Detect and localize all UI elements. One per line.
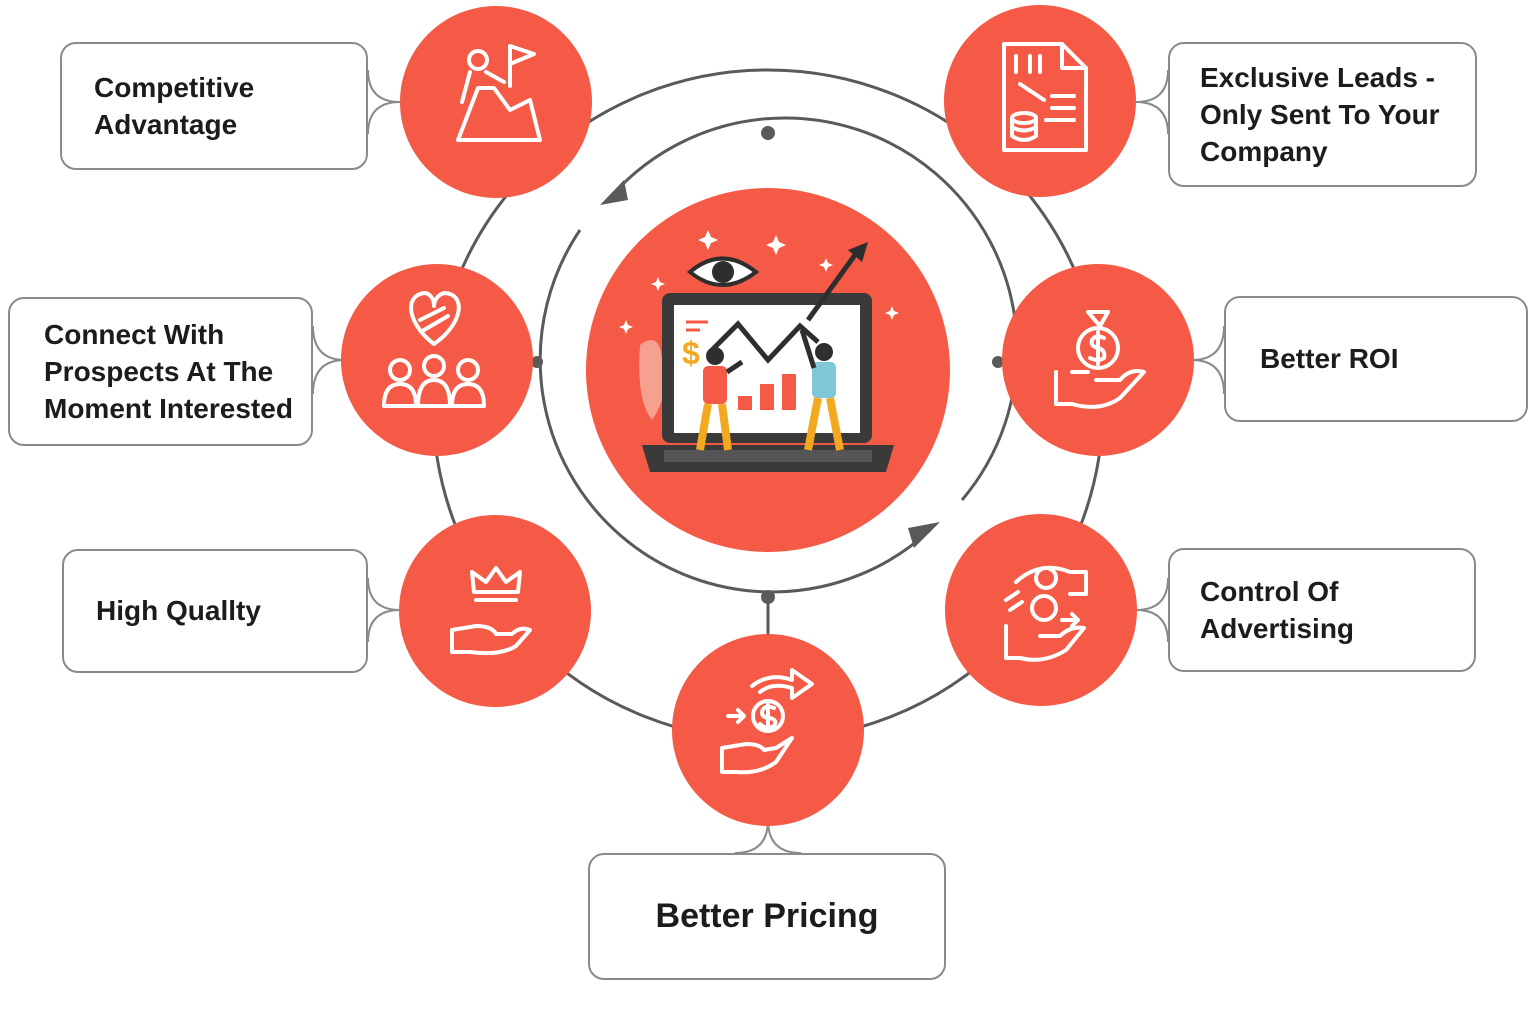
label-box-better-roi: Better ROI: [1224, 296, 1528, 422]
person-left-icon: [696, 347, 744, 451]
node-pricing: [672, 634, 864, 826]
person-right-icon: [799, 329, 844, 451]
connector-roi: [1191, 325, 1225, 395]
node-connect: [341, 264, 533, 456]
label-box-exclusive-leads: Exclusive Leads - Only Sent To Your Comp…: [1168, 42, 1477, 187]
node-quality: [399, 515, 591, 707]
node-exclusive: [944, 5, 1136, 197]
label-line: Advantage: [94, 109, 238, 140]
hand-coin-arrow-icon: [720, 668, 814, 775]
label-box-better-pricing: Better Pricing: [588, 853, 946, 980]
cycle-dot-left: [531, 356, 543, 368]
label-box-connect-with-prospects: Connect With Prospects At The Moment Int…: [8, 297, 313, 446]
label-box-control-of-advertising: Control Of Advertising: [1168, 548, 1476, 672]
label-line: Control Of: [1200, 575, 1339, 607]
cycle-arc-bottom: [538, 229, 932, 594]
crown-hand-icon: [450, 566, 532, 656]
connector-quality: [367, 577, 401, 643]
label-line: Only Sent To Your: [1200, 98, 1440, 130]
connector-connect: [312, 325, 346, 395]
label-box-competitive-advantage: Competitive Advantage: [60, 42, 368, 170]
label-box-high-quality: High Quallty: [62, 549, 368, 673]
hands-dollar-exchange-icon: [1004, 565, 1088, 662]
label-line: Connect With: [44, 318, 225, 350]
eye-icon: [686, 256, 760, 287]
cycle-dot-right: [992, 356, 1004, 368]
label-line: Prospects At The: [44, 355, 274, 387]
node-competitive: [400, 6, 592, 198]
connector-exclusive: [1135, 69, 1169, 135]
label-line: Company: [1200, 136, 1328, 168]
label-line: Competitive: [94, 71, 255, 103]
center-illustration: $: [586, 188, 950, 552]
label-line: Advertising: [1200, 613, 1355, 644]
label-line: Better Pricing: [655, 896, 879, 935]
connector-competitive: [367, 69, 401, 135]
node-control: [945, 514, 1137, 706]
label-line: Better ROI: [1260, 343, 1399, 375]
node-roi: [1002, 264, 1194, 456]
label-line: Moment Interested: [44, 393, 293, 425]
connector-control: [1135, 577, 1169, 643]
label-line: High Quallty: [96, 595, 261, 627]
center-dollar-symbol: $: [682, 335, 700, 371]
cycle-arc-top-head: [600, 180, 628, 205]
cycle-arc-bottom-head: [908, 522, 940, 548]
cycle-dot-top: [761, 126, 775, 140]
binary-document-coins-icon: [1002, 42, 1088, 152]
heart-handshake-people-icon: [382, 291, 486, 408]
label-line: Exclusive Leads -: [1200, 61, 1436, 93]
mountain-flag-climber-icon: [456, 44, 542, 142]
money-bag-hand-icon: [1054, 310, 1146, 409]
